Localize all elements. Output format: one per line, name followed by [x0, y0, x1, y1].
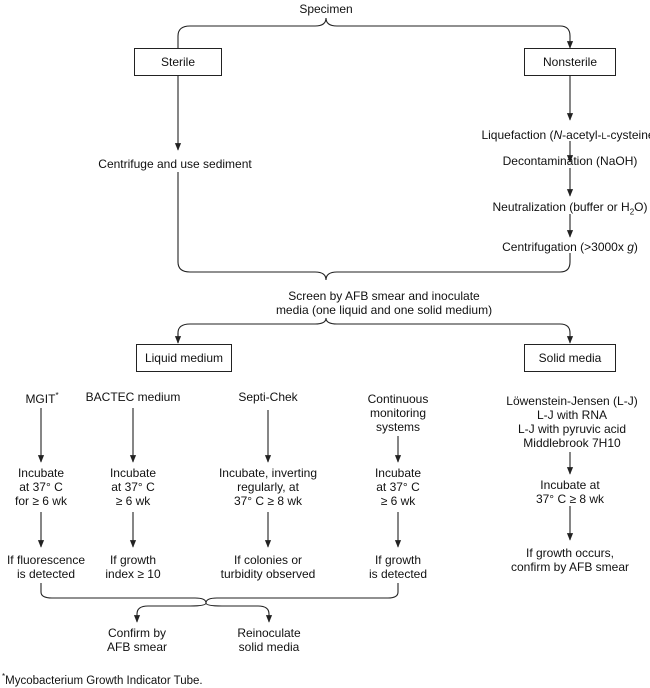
media-brace [177, 317, 574, 344]
septichek-title: Septi-Chek [238, 390, 298, 404]
specimen-brace [177, 17, 574, 49]
screen-line-2: media (one liquid and one solid medium) [275, 303, 493, 317]
merge-brace [177, 172, 571, 281]
screen-text: Screen by AFB smear and inoculate media … [276, 289, 492, 317]
nonsterile-box: Nonsterile [524, 48, 616, 76]
mgit-title: MGIT* [25, 391, 59, 406]
results-brace [40, 583, 399, 604]
liquid-medium-box: Liquid medium [136, 344, 232, 372]
neutralization-label: Neutralization (buffer or H2O) [492, 200, 648, 217]
solid-media-label: Solid media [538, 351, 602, 365]
bactec-title: BACTEC medium [85, 390, 181, 404]
decontamination-label: Decontamination (NaOH) [502, 154, 638, 168]
liquid-medium-label: Liquid medium [144, 351, 224, 365]
screen-line-1: Screen by AFB smear and inoculate [288, 289, 480, 303]
solid-result: If growth occurs,confirm by AFB smear [510, 546, 630, 574]
solid-media-box: Solid media [524, 344, 616, 372]
footnote: *Mycobacterium Growth Indicator Tube. [2, 672, 203, 687]
centrifugation-label: Centrifugation (>3000x g) [502, 240, 638, 254]
specimen-label: Specimen [299, 2, 353, 16]
liquefaction-label: Liquefaction (N-acetyl-L-cysteine) [481, 128, 650, 142]
sterile-label: Sterile [160, 55, 195, 69]
nonsterile-label: Nonsterile [542, 55, 598, 69]
centrifuge-label: Centrifuge and use sediment [98, 157, 252, 171]
sterile-box: Sterile [134, 48, 222, 76]
